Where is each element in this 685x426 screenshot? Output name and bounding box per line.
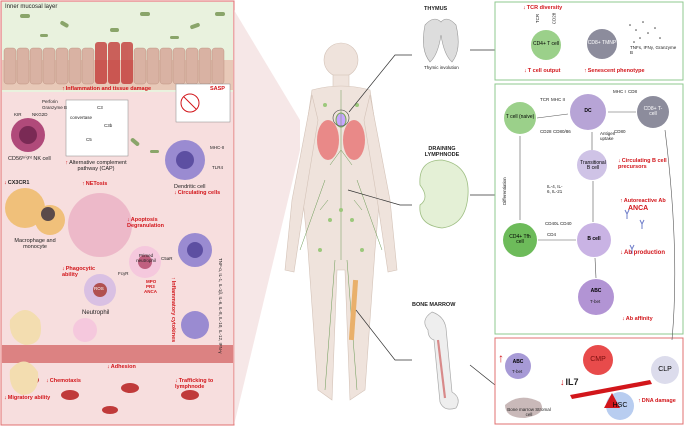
cd8-tcell: CD8+ T-cell (643, 105, 663, 117)
ab-production-label: Ab production (620, 250, 665, 257)
degranulation-label: Degranulation (127, 223, 164, 229)
nkg2d-label: NKG2D (32, 112, 48, 117)
ros-label: ROS (94, 286, 104, 291)
lymph-anca-label: ANCA (628, 205, 649, 212)
nk-cell-label: CD56ᵇʳⁱᵍʰᵗ NK cell (8, 156, 51, 162)
antigen-uptake-label: Antigen uptake (600, 131, 616, 141)
marrow-up-arrow-icon: ↑ (498, 351, 504, 365)
cd8-label: CD8 (628, 89, 638, 94)
inflammatory-cytokines-label: Inflammatory cytokines (170, 277, 176, 342)
c3-label: C3 (97, 105, 103, 110)
convertase-label: convertase (70, 115, 93, 120)
pr3-label: PR3 (146, 284, 155, 289)
inner-mucosal-layer-label: Inner mucosal layer (5, 4, 58, 10)
phagocytic-label: Phagocytic ability (62, 266, 102, 278)
sasp-label: SASP (210, 86, 225, 92)
cd80-86-label: CD80/86 (553, 129, 571, 134)
perforin-label: Perforin (42, 99, 58, 104)
t-cell-output-label: T cell output (524, 68, 561, 74)
autoreactive-label: Autoreactive Ab (620, 198, 666, 204)
c3b-label: C3b (104, 123, 113, 128)
cx3cr1-label: CX3CR1 (4, 180, 30, 186)
cd80-label: CD80 (614, 129, 626, 134)
circulating-b-label: Circulating B cell precursors (618, 158, 680, 170)
adhesion-label: Adhesion (107, 364, 136, 370)
mhc-ii-label: MHC-II (210, 145, 225, 150)
thymus-title: THYMUS (424, 6, 448, 12)
mhc-i-label: MHC I (613, 89, 626, 94)
tfh-cell: CD4+ Tfh cell (509, 233, 531, 245)
dc-cell: DC (584, 108, 592, 115)
kir-label: KIR (14, 112, 22, 117)
dendritic-cell-label: Dendritic cell (174, 184, 206, 190)
clp-cell: CLP (658, 366, 672, 374)
neutrophil-label: Neutrophil (82, 310, 110, 316)
cytokine-list-label: TNF-α, IL-1, IL-1β, IL-6, IL-8, IL-10, I… (218, 258, 223, 354)
tcr-diversity-label: TCR diversity (523, 5, 562, 11)
fcyr-label: FcγR (118, 271, 129, 276)
lymph-tcr-label: TCR (540, 97, 550, 102)
primed-neutrophil-label: Primed neutrophil (136, 253, 156, 263)
ab-affinity-label: Ab affinity (622, 316, 653, 322)
lymph-cytokine-list: IL-4, IL-6, IL-21 (547, 184, 563, 194)
apoptosis-label: Apoptosis (127, 217, 158, 223)
thymus-cd28-label: CD28 (551, 12, 557, 25)
cd4-label: CD4 (547, 232, 557, 237)
cd4-tcell: CD4+ T cell (532, 41, 560, 48)
stromal-cell-label: Bone marrow Stromal cell (507, 407, 551, 417)
trafficking-label: Trafficking to lymphnode (175, 378, 223, 390)
migratory-label: Migratory ability (4, 395, 50, 401)
inflammation-label: Inflammation and tissue damage (62, 86, 151, 92)
thymic-involution-label: Thymic involution (424, 65, 459, 70)
b-cell: B cell (587, 236, 601, 243)
lymph-abc-cell: ABC (590, 288, 602, 295)
differentiation-label: Differentiation (502, 177, 507, 205)
circulating-cells-label: Circulating cells (174, 190, 221, 196)
cd8-tmnp-cell: CD8+ TMNP (587, 40, 617, 47)
lymph-cd28-label: CD28 (540, 129, 552, 134)
alt-complement-label: Alternative complement pathway (CAP) (60, 160, 132, 172)
marrow-tbet-label: T-bet (512, 369, 523, 374)
granzyme-b-label: Granzyme B (42, 105, 68, 110)
draining-lymphnode-title: DRAINING LYMPHNODE (424, 146, 460, 159)
naive-tcell: T cell (naive) (505, 114, 535, 121)
mpo-label: MPO (146, 279, 157, 284)
macrophage-label: Macrophage and monocyte (14, 238, 56, 251)
thymus-cytokines-label: TNFs, IFNγ, Granzyme B (630, 45, 677, 55)
lymph-mhc-ii-label: MHC II (551, 97, 565, 102)
hsc-cell: HSC (612, 402, 628, 410)
netosis-label: NETosis (82, 181, 108, 187)
c5ar-label: C5aR (161, 256, 173, 261)
anca-label: ANCA (144, 289, 157, 294)
cmp-cell: CMP (590, 356, 606, 364)
marrow-abc-cell: ABC (512, 359, 524, 366)
cd40-label: CD40 (560, 221, 572, 226)
c5-label: C5 (86, 137, 92, 142)
senescent-label: Senescent phenotype (584, 68, 645, 74)
chemotaxis-label: Chemotaxis (46, 378, 81, 384)
cd40l-label: CD40L (545, 221, 560, 226)
tlr4-label: TLR4 (212, 165, 224, 170)
il7-label: IL7 (560, 377, 579, 388)
dna-damage-label: DNA damage (638, 398, 678, 404)
bone-marrow-title: BONE MARROW (412, 302, 456, 308)
thymus-tcr-label: TCR (535, 13, 541, 24)
transitional-b-cell: Transitional B cell (580, 159, 606, 171)
lymph-tbet-label: T-bet (590, 299, 601, 304)
